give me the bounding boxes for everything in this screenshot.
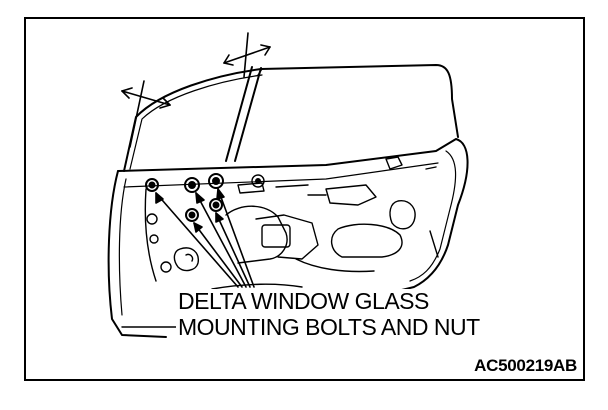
double-headed-arrow-icon: [121, 80, 171, 148]
division-bar: [225, 66, 262, 162]
nut-icon: [208, 173, 224, 189]
bolt-icon: [184, 177, 200, 193]
double-headed-arrow-icon: [223, 32, 271, 78]
figure-code: AC500219AB: [474, 356, 577, 375]
leader-arrows: [155, 188, 255, 288]
door-inner-panel: [144, 156, 439, 290]
bolt-icon: [145, 178, 159, 192]
callout-text-line-2: MOUNTING BOLTS AND NUT: [176, 314, 482, 340]
bolt-icon: [209, 198, 223, 212]
mounting-fasteners: [145, 173, 265, 222]
bolt-icon: [185, 208, 199, 222]
figure-frame: DELTA WINDOW GLASS MOUNTING BOLTS AND NU…: [24, 17, 585, 381]
door-assembly-illustration: [107, 32, 469, 338]
callout-text-line-1: DELTA WINDOW GLASS: [176, 288, 431, 314]
